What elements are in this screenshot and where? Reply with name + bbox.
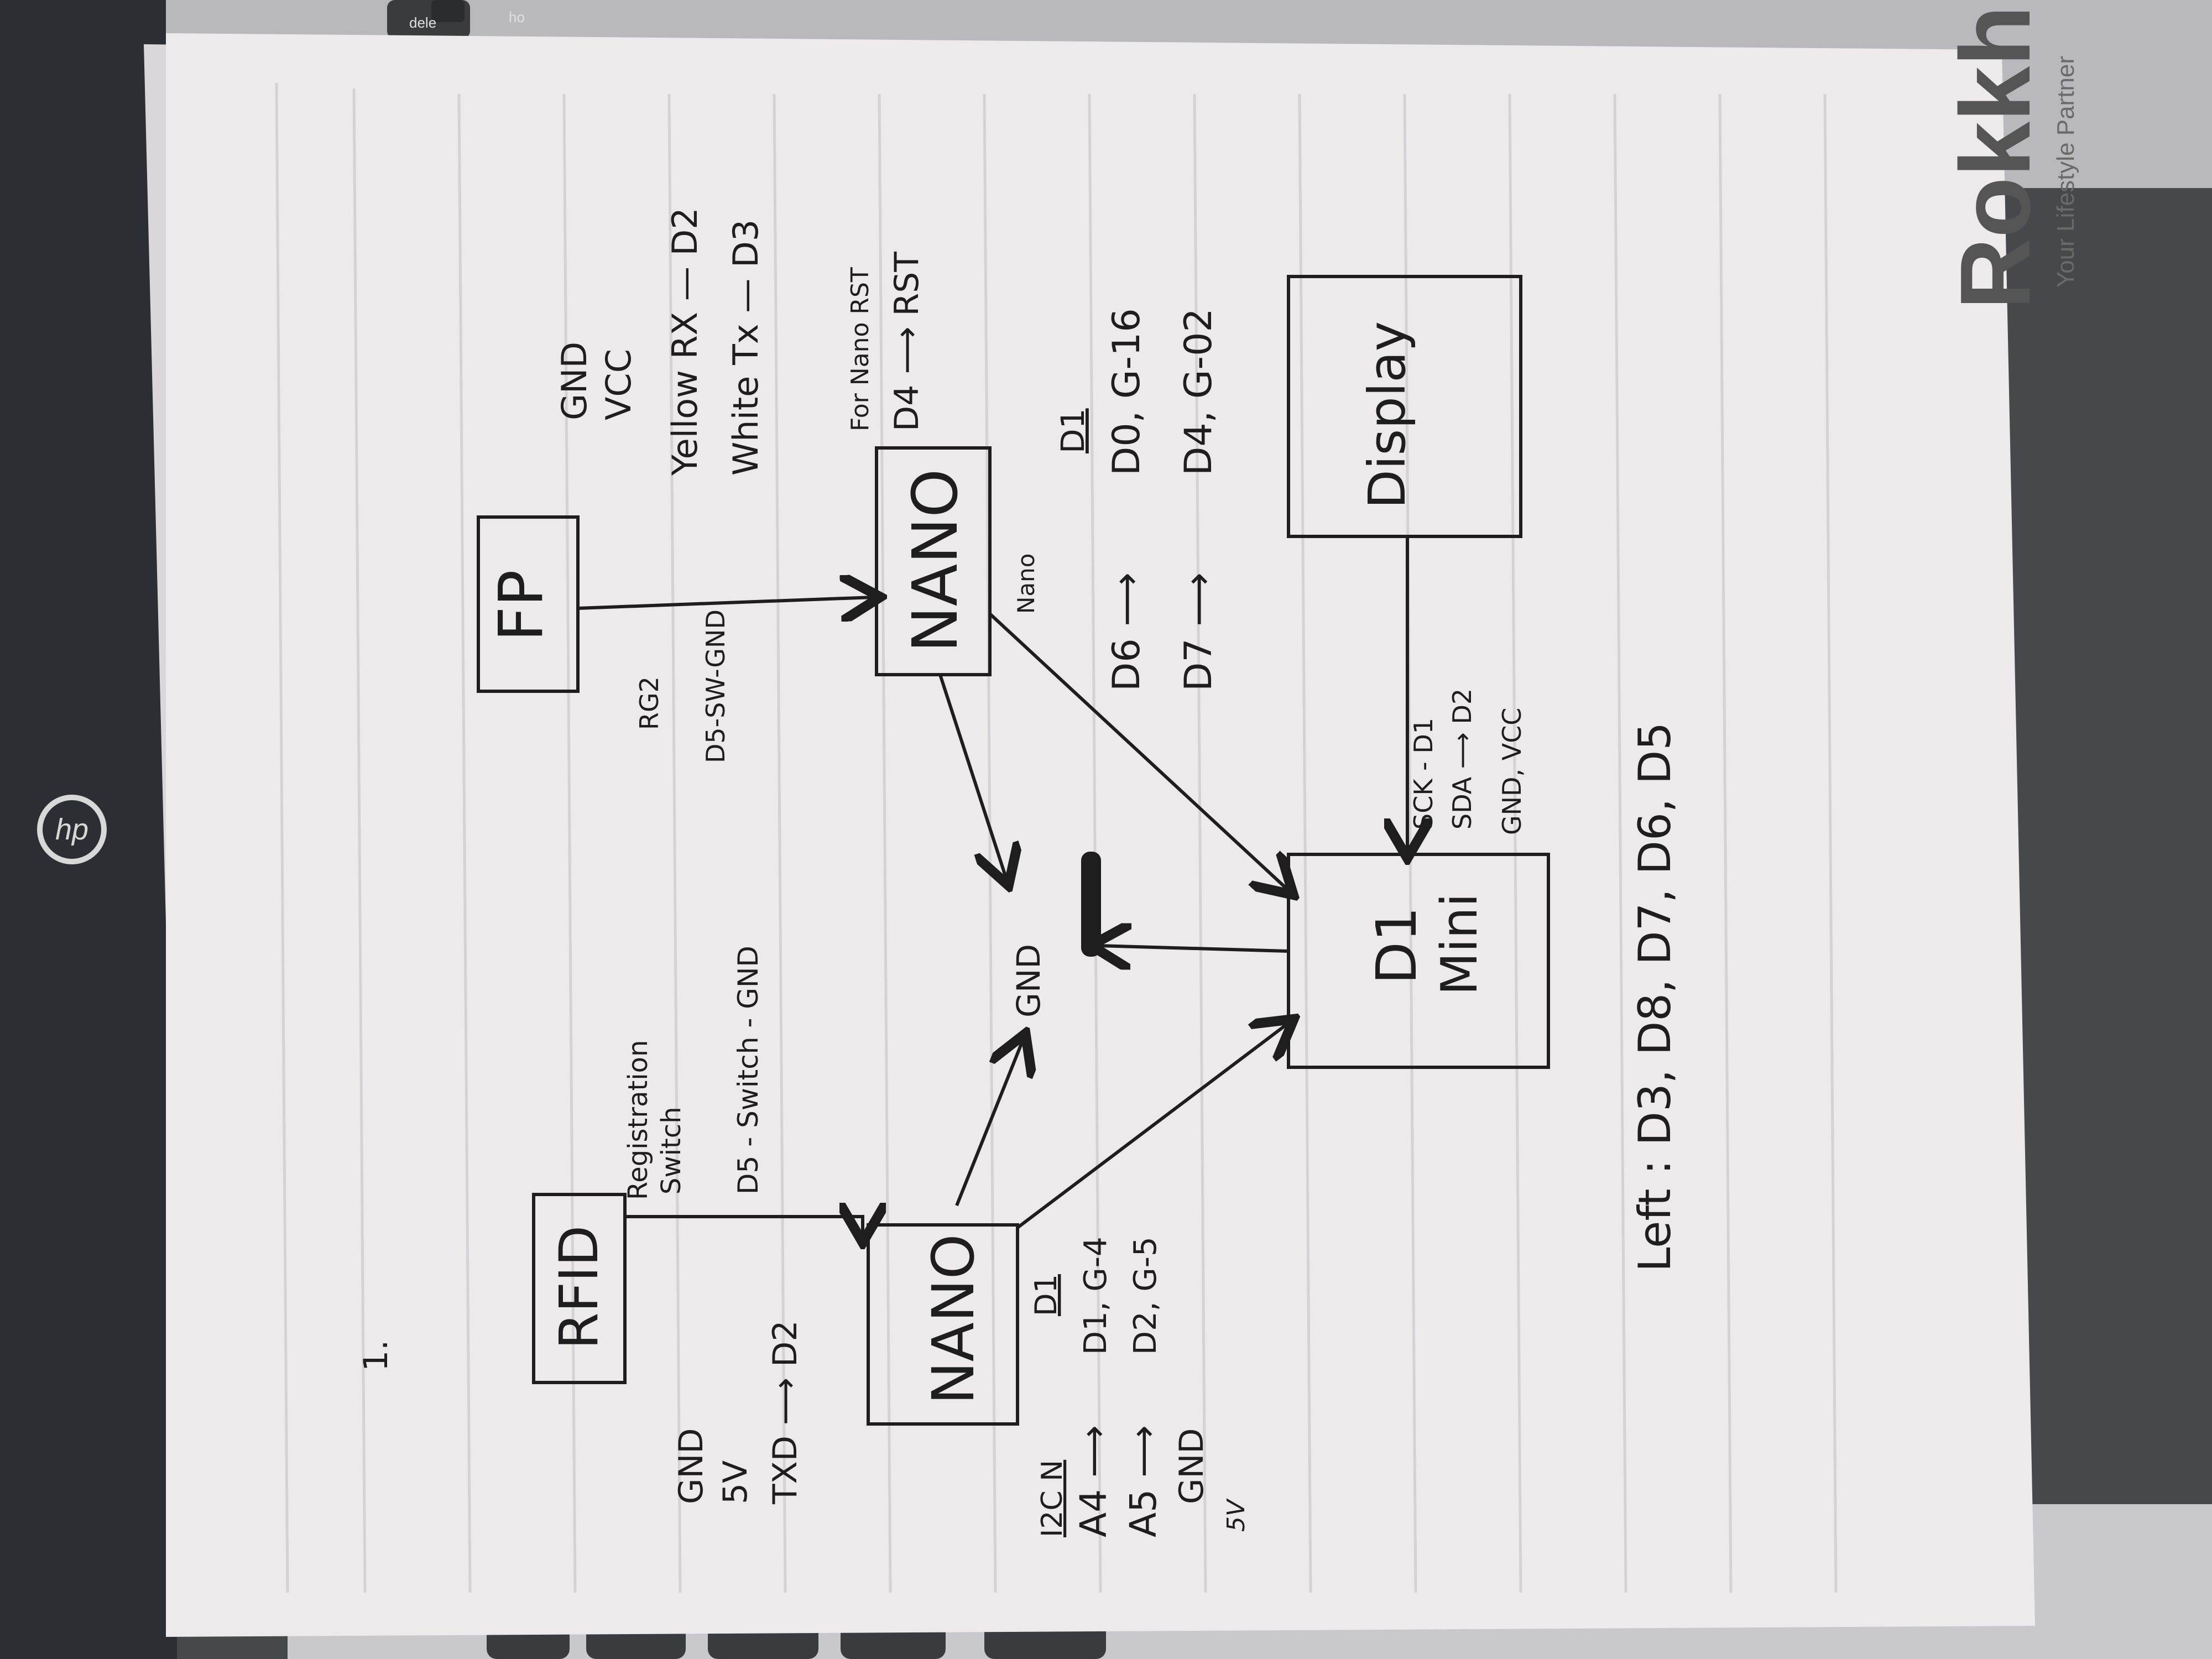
d5-sw-gnd-note: D5-SW-GND <box>701 609 731 763</box>
rfid-pin-gnd: GND <box>672 1428 711 1504</box>
nano1-label: NANO <box>920 1234 987 1405</box>
display-pin-sck: SCK - D1 <box>1408 718 1438 830</box>
nano1-box <box>867 1223 1019 1426</box>
nano2-d1-pin-1: D0, G-16 <box>1105 308 1149 476</box>
display-pin-notes: SCK - D1 SDA ⟶ D2 GND, VCC <box>1408 688 1527 835</box>
rfid-label: RFID <box>548 1225 610 1349</box>
fp-pin-yellow-rx: Yellow RX — D2 <box>665 207 705 476</box>
notebook-page <box>166 33 2035 1637</box>
wire-rfid-nano1 <box>625 1217 863 1236</box>
wire-fp-nano2 <box>577 597 874 608</box>
display-pin-power: GND, VCC <box>1497 708 1527 835</box>
fp-pin-gnd: GND <box>554 342 594 420</box>
key-delete: dele <box>409 14 436 31</box>
wire-d1-gnd <box>1098 946 1289 951</box>
nano1-d1-header: D1 <box>1029 1274 1063 1316</box>
brand-mark: Rokkhi Your Lifestyle Partner <box>1940 0 2079 310</box>
fp-label: FP <box>486 570 556 641</box>
fp-pin-white-tx: White Tx — D3 <box>726 220 766 476</box>
i2c-pin-a4: A4 ⟶ <box>1072 1425 1115 1537</box>
i2c-header: I2C N <box>1036 1460 1069 1537</box>
wire-nano1-gnd <box>955 1040 1023 1207</box>
wire-nano1-d1 <box>1016 1023 1288 1229</box>
nano2-d1-header: D1 <box>1054 408 1092 453</box>
nano1-i2c-notes: I2C N A4 ⟶ A5 ⟶ GND 5V <box>1036 1425 1250 1537</box>
nano2-box <box>875 446 992 676</box>
registration-switch-line2: Switch <box>656 1107 687 1194</box>
nano2-side-label: Nano <box>1013 554 1040 614</box>
registration-switch-wire: D5 - Switch - GND <box>732 946 764 1194</box>
fp-pin-notes: GND VCC Yellow RX — D2 White Tx — D3 <box>554 207 766 476</box>
hp-logo: hp <box>37 795 107 864</box>
display-box <box>1287 275 1522 538</box>
nano1-d1-pin-2: D2, G-5 <box>1128 1237 1164 1355</box>
fp-pin-vcc: VCC <box>598 349 639 420</box>
wire-nano2-d1 <box>988 612 1288 890</box>
gnd-scribble <box>1081 852 1101 957</box>
nano1-d1-pin-1: D1, G-4 <box>1078 1237 1114 1355</box>
wires <box>577 536 1407 1236</box>
ruled-lines <box>275 82 1838 1593</box>
display-pin-sda: SDA ⟶ D2 <box>1447 688 1477 830</box>
registration-switch-line1: Registration <box>623 1040 654 1200</box>
d1-mini-label-line2: Mini <box>1431 893 1489 995</box>
display-label: Display <box>1358 321 1417 509</box>
reset-pin: D4 ⟶ RST <box>888 252 926 431</box>
rfid-pin-txd: TXD ⟶ D2 <box>766 1321 805 1505</box>
page-number: 1. <box>357 1340 395 1371</box>
wire-nano2-gnd <box>938 674 1006 879</box>
rfid-box <box>532 1193 627 1384</box>
nano2-pin-notes: D6 ⟶ D7 ⟶ D0, G-16 D4, G-02 <box>1105 308 1220 691</box>
d1-mini-label-line1: D1 <box>1364 906 1429 984</box>
nano2-label: NANO <box>900 469 972 653</box>
laptop-bezel <box>0 0 177 1659</box>
gnd-common-label: GND <box>1010 944 1047 1018</box>
brand-name: Rokkhi <box>1940 0 2051 310</box>
nano1-d1-notes: D1 D1, G-4 D2, G-5 <box>1029 1237 1164 1355</box>
hp-logo-text: hp <box>55 813 88 846</box>
rg2-note: RG2 <box>634 676 664 730</box>
i2c-pin-gnd: GND <box>1172 1428 1211 1504</box>
left-pins-note: Left : D3, D8, D7, D6, D5 <box>1629 722 1681 1272</box>
i2c-scribble: 5V <box>1222 1498 1250 1532</box>
brand-tagline: Your Lifestyle Partner <box>2052 56 2079 288</box>
registration-switch-notes: Registration Switch D5 - Switch - GND <box>623 946 764 1200</box>
reset-note: For Nano RST <box>846 267 874 431</box>
nano2-pin-d6: D6 ⟶ <box>1105 572 1149 691</box>
rfid-pin-5v: 5V <box>716 1460 755 1504</box>
nano2-d1-pin-2: D4, G-02 <box>1177 308 1220 476</box>
fp-box <box>477 515 580 693</box>
nano2-pin-d7: D7 ⟶ <box>1177 572 1220 691</box>
rfid-pin-notes: GND 5V TXD ⟶ D2 <box>672 1321 805 1505</box>
key-home: ho <box>509 9 525 25</box>
i2c-pin-a5: A5 ⟶ <box>1122 1425 1165 1537</box>
